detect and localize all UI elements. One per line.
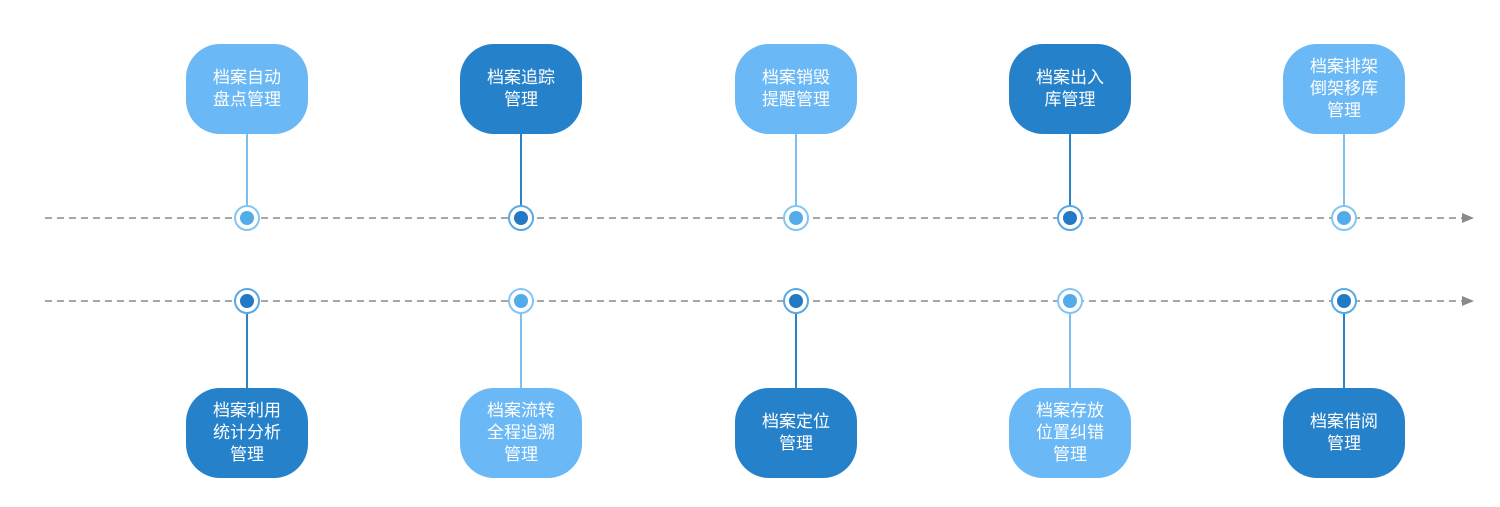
bottom-connector xyxy=(246,301,248,392)
top-connector xyxy=(795,130,797,218)
bottom-node: 档案利用 统计分析 管理 xyxy=(186,388,308,478)
top-connector xyxy=(1069,130,1071,218)
top-marker-dot xyxy=(783,205,809,231)
bottom-node: 档案流转 全程追溯 管理 xyxy=(460,388,582,478)
top-marker-dot xyxy=(1057,205,1083,231)
top-node: 档案自动 盘点管理 xyxy=(186,44,308,134)
top-node: 档案追踪 管理 xyxy=(460,44,582,134)
top-node: 档案排架 倒架移库 管理 xyxy=(1283,44,1405,134)
bottom-connector xyxy=(1069,301,1071,392)
bottom-marker-core xyxy=(514,294,528,308)
bottom-node: 档案定位 管理 xyxy=(735,388,857,478)
top-node: 档案出入 库管理 xyxy=(1009,44,1131,134)
top-marker-core xyxy=(514,211,528,225)
bottom-marker-dot xyxy=(783,288,809,314)
bottom-connector xyxy=(795,301,797,392)
top-marker-dot xyxy=(234,205,260,231)
top-connector xyxy=(520,130,522,218)
bottom-marker-core xyxy=(789,294,803,308)
bottom-timeline-arrow-icon xyxy=(1462,296,1474,306)
bottom-marker-core xyxy=(1063,294,1077,308)
top-marker-core xyxy=(1063,211,1077,225)
bottom-marker-dot xyxy=(1057,288,1083,314)
top-marker-core xyxy=(1337,211,1351,225)
top-connector xyxy=(246,130,248,218)
top-marker-core xyxy=(240,211,254,225)
top-timeline-arrow-icon xyxy=(1462,213,1474,223)
top-connector xyxy=(1343,130,1345,218)
bottom-connector xyxy=(1343,301,1345,392)
bottom-marker-dot xyxy=(1331,288,1357,314)
top-marker-dot xyxy=(1331,205,1357,231)
bottom-node: 档案借阅 管理 xyxy=(1283,388,1405,478)
top-marker-dot xyxy=(508,205,534,231)
bottom-marker-core xyxy=(1337,294,1351,308)
bottom-marker-core xyxy=(240,294,254,308)
bottom-node: 档案存放 位置纠错 管理 xyxy=(1009,388,1131,478)
top-marker-core xyxy=(789,211,803,225)
bottom-connector xyxy=(520,301,522,392)
bottom-marker-dot xyxy=(508,288,534,314)
bottom-marker-dot xyxy=(234,288,260,314)
top-node: 档案销毁 提醒管理 xyxy=(735,44,857,134)
